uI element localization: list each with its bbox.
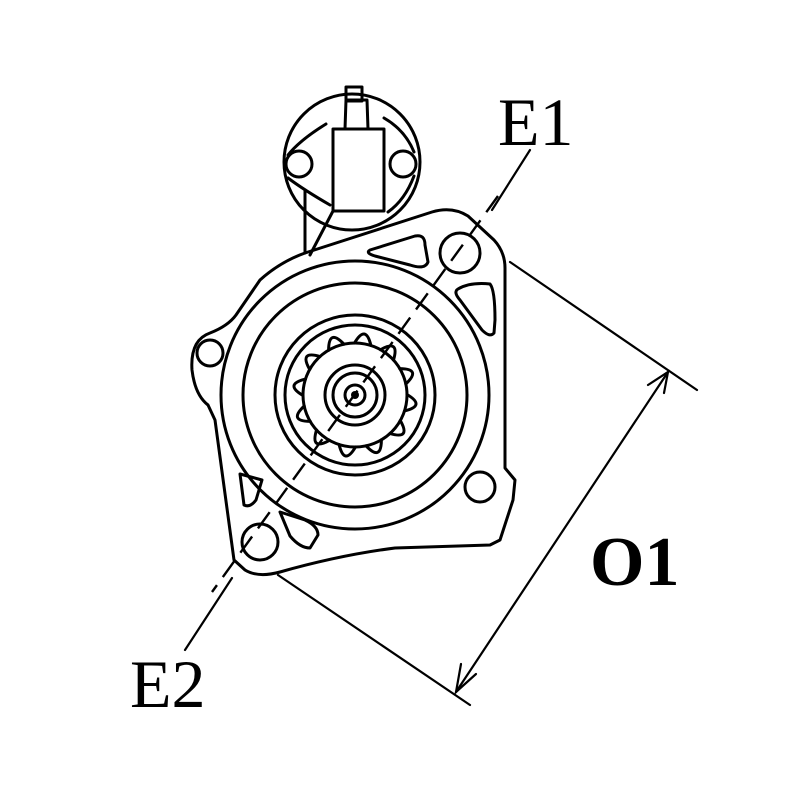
e2-leader-line bbox=[183, 576, 234, 652]
o1-dimension-arrow bbox=[454, 369, 670, 695]
e1-leader-line bbox=[490, 148, 532, 212]
label-e1: E1 bbox=[498, 84, 574, 160]
label-o1: O1 bbox=[590, 524, 680, 601]
extension-line-bottom bbox=[276, 573, 472, 707]
label-e2: E2 bbox=[130, 646, 206, 722]
solenoid bbox=[282, 85, 422, 257]
pinion-gear bbox=[292, 332, 418, 458]
extension-line-top bbox=[508, 260, 699, 392]
center-line bbox=[211, 195, 499, 593]
